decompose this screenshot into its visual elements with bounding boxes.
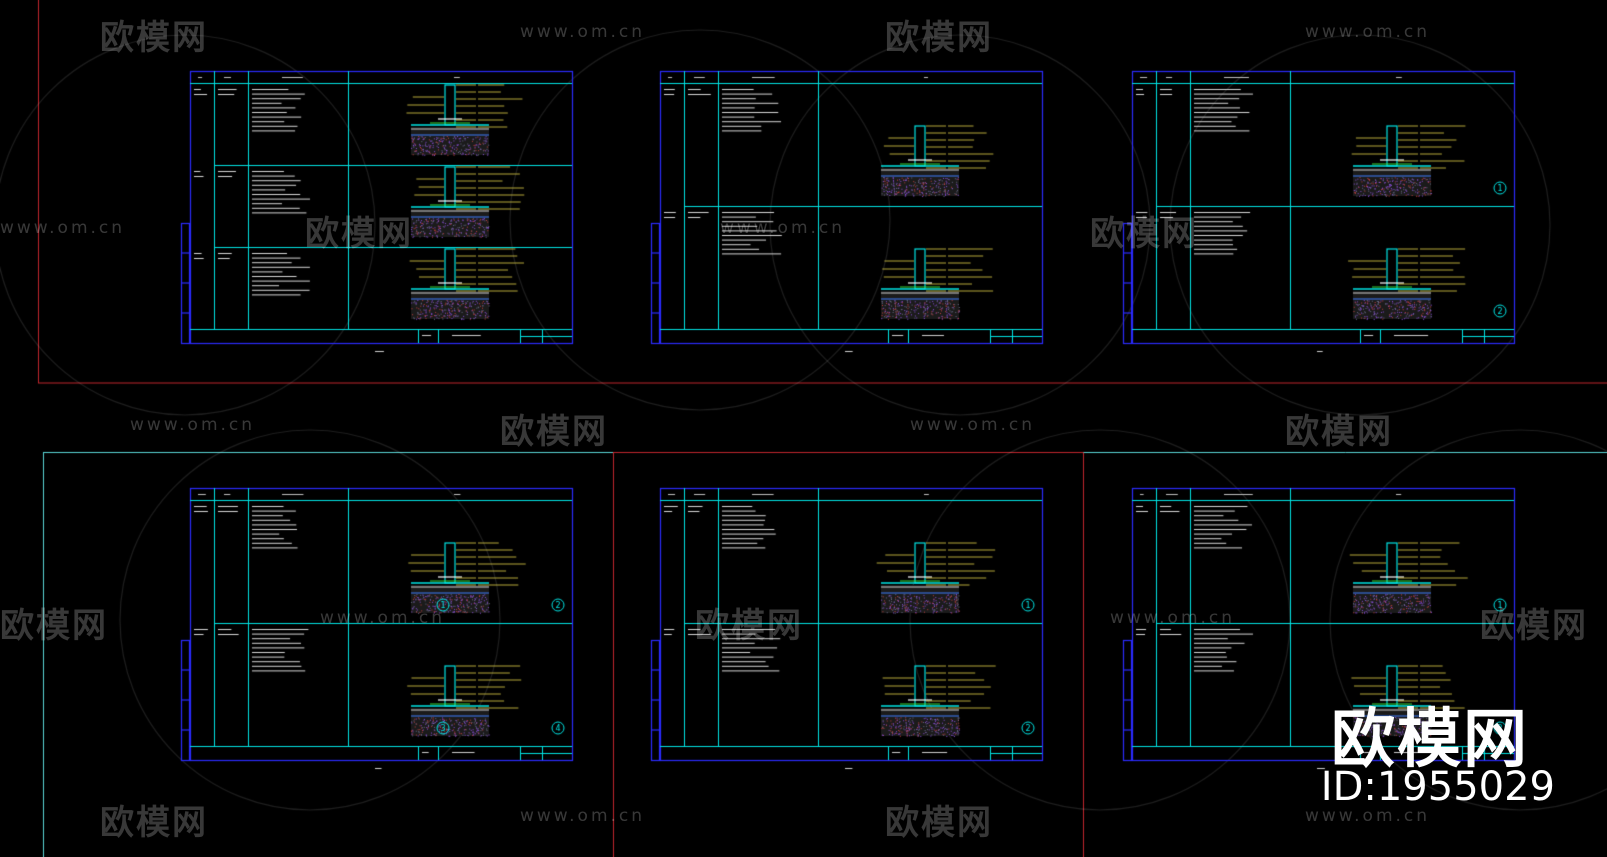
brand-id: ID:1955029	[1320, 764, 1555, 810]
brand-logo: 欧模网	[1331, 703, 1529, 777]
